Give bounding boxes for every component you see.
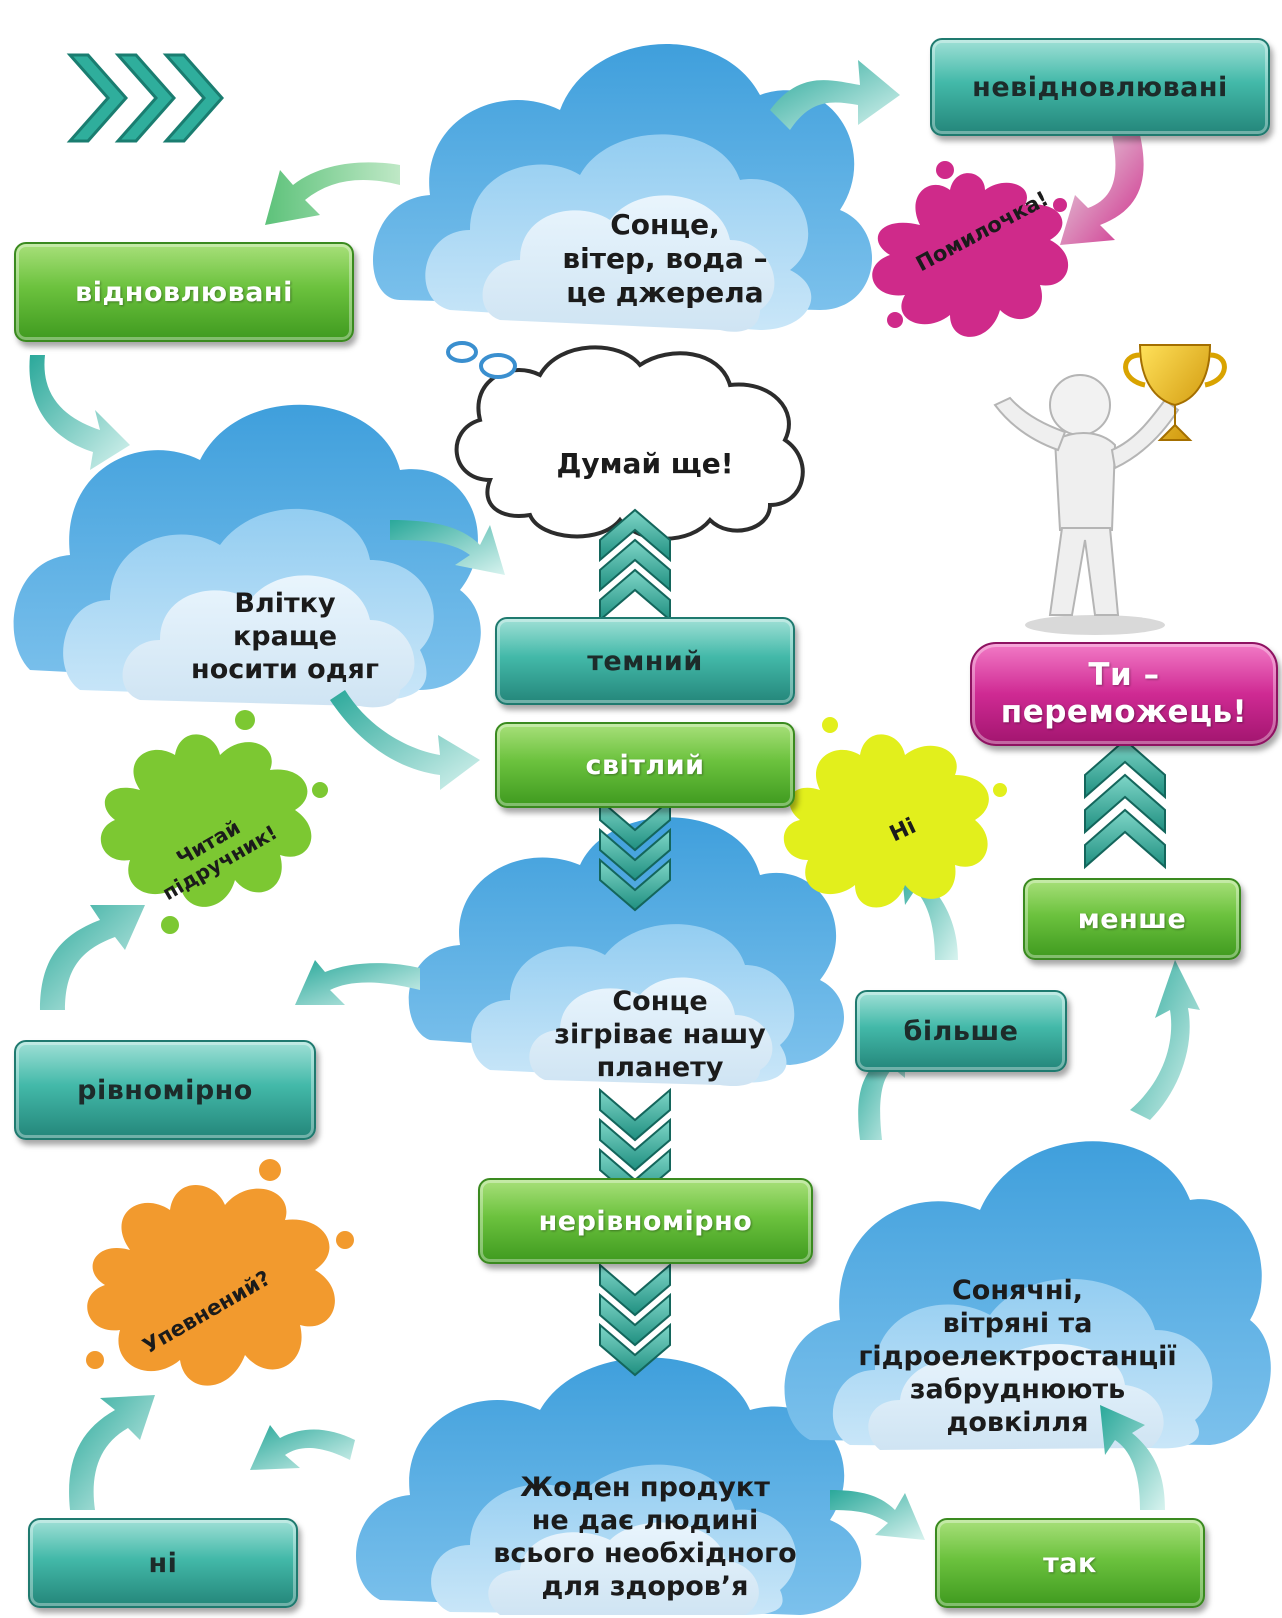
cloud-summer (13, 404, 481, 708)
cloud-heat (408, 817, 844, 1087)
cloud-stations-text: Сонячні, вітряні та гідроелектростанції … (858, 1275, 1177, 1438)
box-winner[interactable]: Ти – переможець! (970, 642, 1278, 746)
splat-read (100, 710, 328, 934)
box-renewable[interactable]: відновлювані (14, 242, 354, 342)
box-no[interactable]: ні (28, 1518, 298, 1608)
connector-arrows (29, 60, 1200, 1540)
splat-no (783, 717, 1007, 908)
trophy-figure-icon (993, 344, 1227, 635)
cloud-product-text: Жоден продукт не дає людині всього необх… (493, 1472, 797, 1602)
box-yes[interactable]: так (935, 1518, 1205, 1608)
box-uneven[interactable]: нерівномірно (478, 1178, 813, 1264)
cloud-product (356, 1357, 862, 1615)
thought-cloud (446, 341, 805, 541)
splat-mistake (872, 161, 1069, 337)
chevron-right-icon (66, 53, 225, 143)
chevron-down-stack-1 (599, 797, 671, 912)
cloud-stations (784, 1141, 1271, 1450)
thought-cloud-text: Думай ще! (556, 447, 734, 480)
box-dark[interactable]: темний (495, 617, 795, 705)
splat-sure (86, 1159, 354, 1386)
box-more[interactable]: більше (855, 990, 1067, 1072)
cloud-summer-text: Влітку краще носити одяг (191, 588, 379, 685)
box-non-renewable[interactable]: невідновлювані (930, 38, 1270, 136)
box-even[interactable]: рівномірно (14, 1040, 316, 1140)
box-light[interactable]: світлий (495, 722, 795, 808)
chevron-up-stack-2 (1084, 738, 1166, 870)
cloud-top (372, 43, 873, 332)
chevron-down-stack-3 (599, 1262, 671, 1377)
cloud-heat-text: Сонце зігріває нашу планету (554, 986, 766, 1083)
box-less[interactable]: менше (1023, 878, 1241, 960)
cloud-top-text: Сонце, вітер, вода – це джерела (562, 208, 768, 310)
